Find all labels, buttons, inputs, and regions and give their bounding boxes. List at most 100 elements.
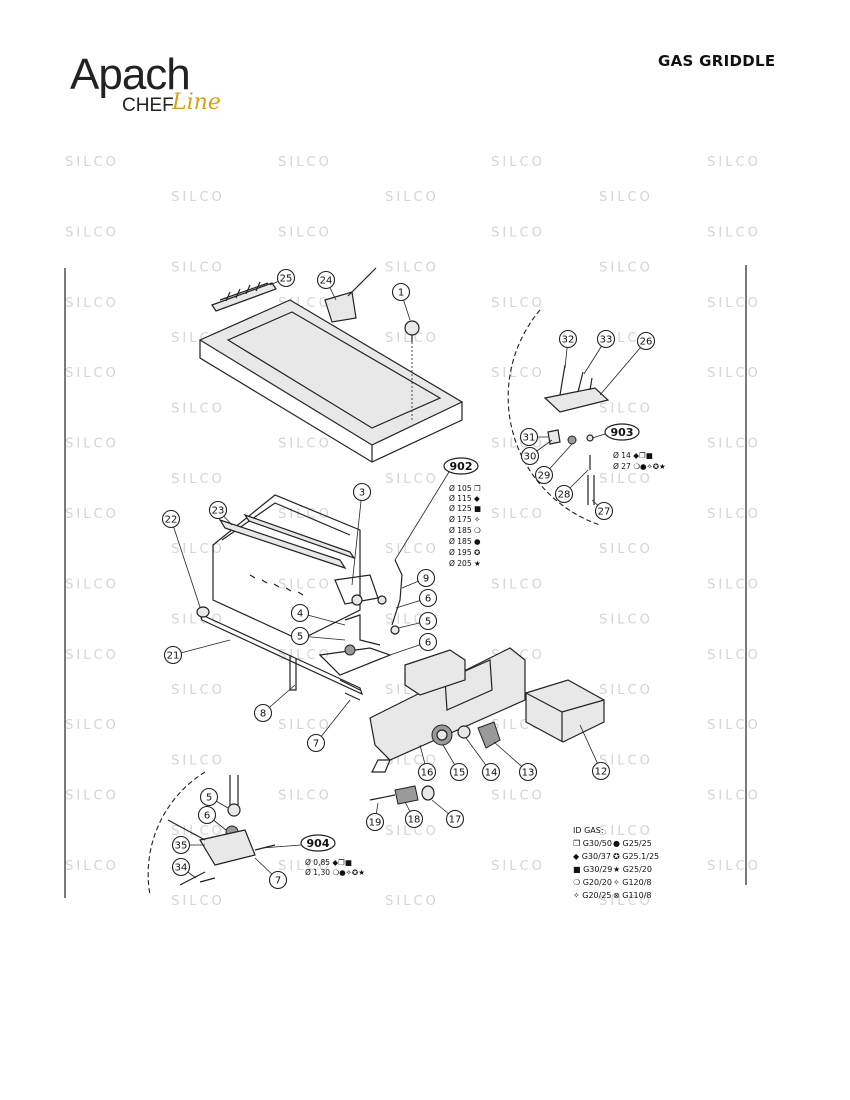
burner-pipe	[334, 574, 379, 606]
watermark-text: SILCO	[65, 225, 119, 240]
balloon-leader-22	[170, 518, 201, 608]
part-balloon-28	[554, 484, 574, 504]
watermark-text: SILCO	[65, 437, 119, 452]
watermark-text: SILCO	[599, 753, 653, 768]
part-number-33: 33	[600, 335, 613, 346]
spec-902-1: Ø 105 ❒	[449, 484, 481, 493]
spec-902-2: Ø 115 ◆	[449, 494, 480, 503]
part-number-7: 7	[275, 876, 281, 887]
spec-904-1: Ø 0,85 ◆❒■	[305, 858, 352, 867]
gas-id-legend: ID GAS: ❒ G30/50 ◆ G30/37 ■ G30/29 ❍ G20…	[573, 826, 659, 900]
watermark-text: SILCO	[385, 190, 439, 205]
callout-902: 902 Ø 105 ❒ Ø 115 ◆ Ø 125 ■ Ø 175 ✧ Ø 18…	[394, 457, 481, 568]
part-balloon-9	[416, 568, 436, 588]
watermark-text: SILCO	[278, 225, 332, 240]
watermark-text: SILCO	[171, 472, 225, 487]
watermark-text: SILCO	[171, 261, 225, 276]
watermark-text: SILCO	[65, 296, 119, 311]
part-balloon-26	[636, 331, 656, 351]
watermark-text: SILCO	[65, 789, 119, 804]
balloon-leader-21	[172, 639, 231, 656]
spec-902-6: Ø 185 ●	[449, 537, 481, 546]
brand-logo-script: Line	[172, 90, 221, 115]
part-number-12: 12	[595, 767, 608, 778]
part-number-7: 7	[313, 739, 319, 750]
watermark-text: SILCO	[171, 401, 225, 416]
gas-legend-right-1: ● G25/25	[613, 839, 652, 848]
part-number-34: 34	[175, 863, 188, 874]
watermark-text: SILCO	[65, 648, 119, 663]
watermark-text: SILCO	[599, 190, 653, 205]
part-number-3: 3	[359, 488, 365, 499]
watermark-text: SILCO	[491, 225, 545, 240]
part-balloon-7	[306, 733, 326, 753]
part-balloons: 1345556667789121314151617181921222324252…	[161, 268, 656, 890]
part-number-15: 15	[453, 768, 466, 779]
callout-903-leader	[591, 433, 606, 439]
part-number-5: 5	[425, 617, 431, 628]
watermark-text: SILCO	[385, 894, 439, 909]
part-number-13: 13	[522, 768, 535, 779]
spec-902-7: Ø 195 ✪	[449, 548, 480, 557]
watermark-text: SILCO	[278, 718, 332, 733]
gas-legend-right-2: ✪ G25.1/25	[613, 852, 659, 861]
watermark-text: SILCO	[599, 613, 653, 628]
part-balloon-24	[316, 270, 336, 290]
callout-902-leader	[394, 471, 450, 561]
part-balloon-23	[208, 500, 228, 520]
watermark-text: SILCO	[385, 542, 439, 557]
watermark-text: SILCO	[385, 824, 439, 839]
watermark-text: SILCO	[278, 507, 332, 522]
part-number-6: 6	[425, 638, 431, 649]
part-number-27: 27	[598, 507, 611, 518]
part-balloon-18	[404, 809, 424, 829]
spec-902-4: Ø 175 ✧	[449, 515, 480, 524]
watermark-text: SILCO	[707, 859, 761, 874]
oil-drain-knob	[404, 320, 420, 420]
part-number-21: 21	[167, 651, 180, 662]
document-title: GAS GRIDDLE	[658, 52, 776, 70]
ignition-assembly	[369, 785, 435, 805]
watermark-text: SILCO	[65, 577, 119, 592]
gas-legend-right-3: ★ G25/20	[613, 865, 652, 874]
watermark-text: SILCO	[65, 859, 119, 874]
watermark-text: SILCO	[278, 648, 332, 663]
part-number-4: 4	[297, 609, 303, 620]
watermark-text: SILCO	[65, 507, 119, 522]
spec-903-1: Ø 14 ◆❒■	[613, 451, 653, 460]
gas-legend-title: ID GAS:	[573, 826, 604, 835]
callout-903-label: 903	[611, 426, 634, 439]
watermark-text: SILCO	[385, 331, 439, 346]
part-number-22: 22	[165, 515, 178, 526]
watermark-text: SILCO	[707, 789, 761, 804]
watermark-text: SILCO	[491, 507, 545, 522]
part-number-28: 28	[558, 490, 571, 501]
griddle-plate	[198, 299, 464, 463]
part-balloon-1	[391, 282, 411, 302]
part-balloon-22	[161, 509, 181, 529]
part-balloon-31	[519, 427, 539, 447]
scraper-bar	[211, 281, 277, 312]
callout-904-label: 904	[307, 837, 330, 850]
part-number-19: 19	[369, 818, 382, 829]
watermark-text: SILCO	[599, 472, 653, 487]
gas-legend-left-2: ◆ G30/37	[573, 852, 611, 861]
part-balloon-34	[171, 857, 191, 877]
part-number-8: 8	[260, 709, 266, 720]
callout-904-leader	[261, 844, 302, 849]
watermark-text: SILCO	[707, 296, 761, 311]
part-balloon-21	[163, 645, 183, 665]
watermark-text: SILCO	[171, 542, 225, 557]
watermark-text: SILCO	[707, 366, 761, 381]
watermark-text: SILCO	[278, 155, 332, 170]
watermark-text: SILCO	[491, 296, 545, 311]
part-number-14: 14	[485, 768, 498, 779]
watermark-text: SILCO	[599, 894, 653, 909]
watermark-text: SILCO	[65, 718, 119, 733]
callout-902-oval	[443, 457, 479, 475]
part-balloon-15	[449, 762, 469, 782]
part-balloon-5	[199, 787, 219, 807]
part-balloon-6	[418, 632, 438, 652]
gas-pipe-assembly	[318, 559, 403, 701]
